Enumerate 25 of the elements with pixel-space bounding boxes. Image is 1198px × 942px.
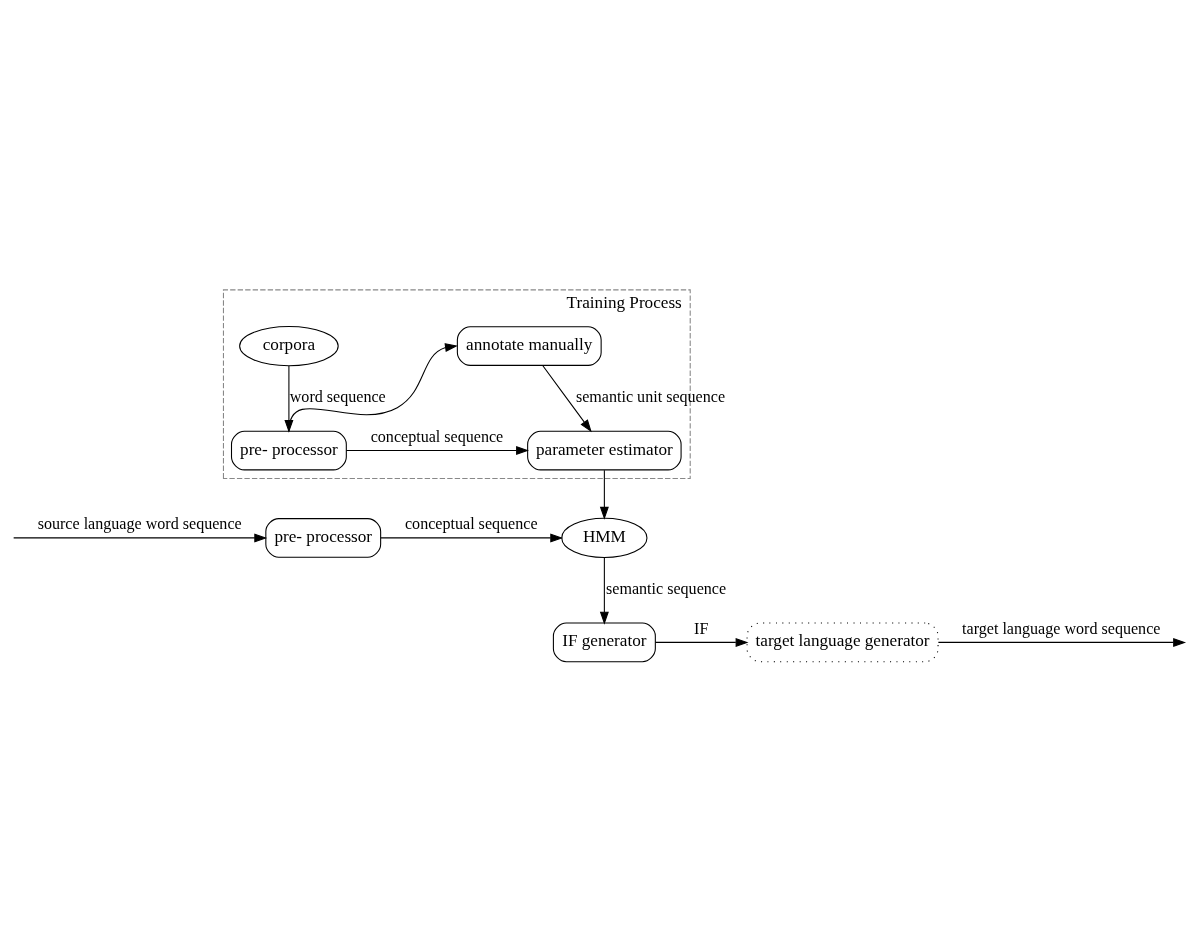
arrow bbox=[654, 637, 749, 647]
edge-label: semantic sequence bbox=[606, 579, 727, 597]
edge-label: source language word sequence bbox=[37, 514, 242, 532]
node-box: parameter estimator bbox=[527, 430, 682, 470]
arrow bbox=[288, 342, 458, 432]
node-box: IF generator bbox=[552, 622, 656, 662]
arrow bbox=[599, 469, 609, 520]
node-ellipse: corpora bbox=[239, 325, 339, 366]
edge-label: target language word sequence bbox=[962, 619, 1161, 637]
node-box: annotate manually bbox=[456, 325, 602, 366]
arrow bbox=[599, 556, 609, 625]
node-box: pre- processor bbox=[230, 430, 347, 470]
edge-label: conceptual sequence bbox=[370, 427, 504, 445]
arrow bbox=[542, 364, 592, 432]
arrow bbox=[380, 532, 564, 542]
edge-label: semantic unit sequence bbox=[575, 387, 726, 405]
node-box: pre- processor bbox=[265, 517, 382, 558]
arrow bbox=[937, 637, 1187, 647]
edge-label: word sequence bbox=[289, 387, 386, 405]
arrow bbox=[345, 445, 529, 455]
arrow bbox=[13, 532, 268, 542]
edge-label: conceptual sequence bbox=[404, 514, 538, 532]
edge-label: IF bbox=[694, 619, 709, 637]
node-ellipse: HMM bbox=[561, 517, 648, 558]
node-box: target language generator bbox=[746, 622, 939, 662]
